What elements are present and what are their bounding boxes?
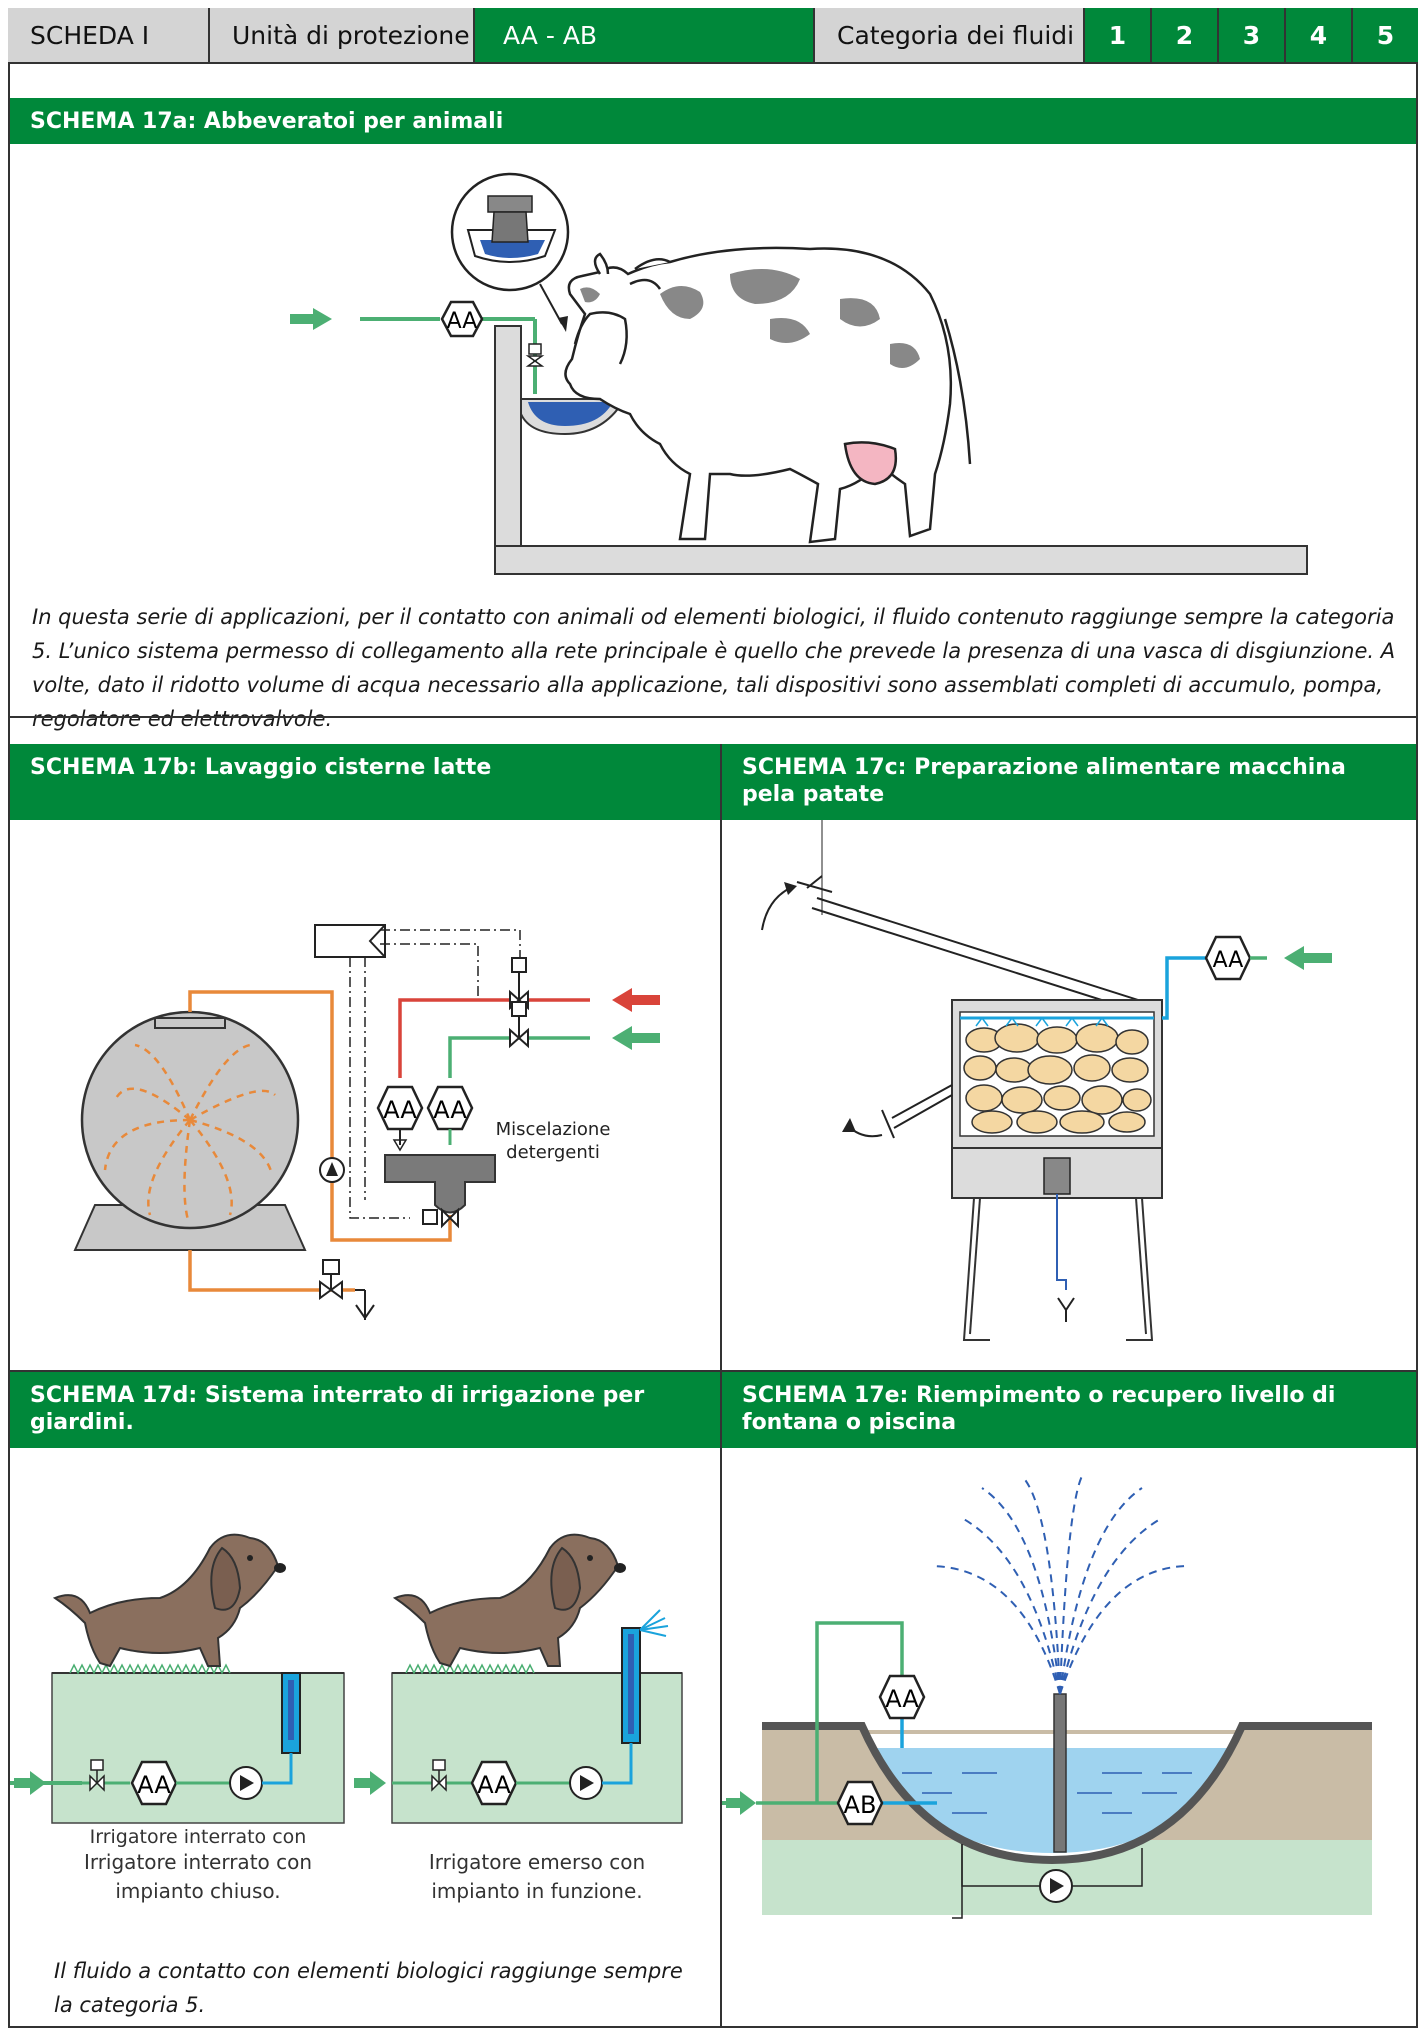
schema-c-diagram: AA <box>761 820 1332 1341</box>
section-separator <box>8 716 1418 718</box>
pump-icon <box>319 1157 345 1183</box>
mixing-tank <box>384 1154 496 1214</box>
cat-number: 3 <box>1242 20 1261 50</box>
fountain-spray <box>931 1475 1188 1695</box>
header-cat-3: 3 <box>1219 8 1286 62</box>
pump-icon <box>229 1766 263 1800</box>
cat-number: 2 <box>1175 20 1194 50</box>
header-categoria-label: Categoria dei fluidi <box>837 20 1075 50</box>
hot-inlet-arrow-icon <box>612 988 660 1012</box>
valve-icon <box>525 343 545 367</box>
schema-e-title: SCHEMA 17e: Riempimento o recupero livel… <box>722 1372 1416 1448</box>
device-ab-badge: AB <box>836 1780 884 1826</box>
header-codes-label: AA - AB <box>503 20 598 50</box>
device-aa-badge: AA <box>1204 935 1252 981</box>
header-scheda: SCHEDA I <box>8 8 210 62</box>
header-cat-1: 1 <box>1085 8 1152 62</box>
header-unita-label: Unità di protezione <box>232 20 470 50</box>
svg-text:AA: AA <box>477 1771 511 1799</box>
inlet-arrow-icon <box>1284 946 1332 970</box>
header-cat-4: 4 <box>1286 8 1353 62</box>
svg-text:AA: AA <box>447 309 478 334</box>
schema-c-title: SCHEMA 17c: Preparazione alimentare macc… <box>722 744 1416 820</box>
cat-number: 5 <box>1376 20 1395 50</box>
magnifier-detail-icon <box>450 172 570 332</box>
mixing-label-line2: detergenti <box>506 1142 600 1163</box>
schema-a-paragraph: In questa serie di applicazioni, per il … <box>32 605 1396 731</box>
cow-illustration <box>564 246 972 544</box>
caption-2: Irrigatore emerso con impianto in funzio… <box>392 1848 682 1906</box>
device-aa-badge-1: AA <box>376 1085 424 1131</box>
drain-valve-icon <box>319 1259 375 1320</box>
svg-text:AA: AA <box>885 1685 919 1713</box>
header-categoria: Categoria dei fluidi <box>815 8 1085 62</box>
header-scheda-label: SCHEDA I <box>30 20 150 50</box>
header-cat-5: 5 <box>1353 8 1418 62</box>
header-codes: AA - AB <box>475 8 815 62</box>
inlet-arrow-icon <box>354 1771 386 1795</box>
potatoes <box>963 1023 1152 1134</box>
inlet-arrow-icon <box>14 1771 46 1795</box>
section-separator <box>8 1370 1418 1372</box>
device-aa-badge-1: AA <box>130 1760 178 1806</box>
column-divider <box>720 744 722 2028</box>
device-aa-badge-2: AA <box>426 1085 474 1131</box>
device-aa-badge: AA <box>440 300 484 338</box>
trough-stand <box>494 325 522 547</box>
cat-number: 1 <box>1108 20 1127 50</box>
svg-text:AA: AA <box>137 1771 171 1799</box>
floor-base <box>494 545 1308 575</box>
caption-2-text-line2: impianto in funzione. <box>431 1879 643 1903</box>
caption-2-text-line1: Irrigatore emerso con <box>428 1850 646 1874</box>
svg-text:AA: AA <box>433 1096 467 1124</box>
svg-text:AA: AA <box>383 1096 417 1124</box>
header-divider <box>8 62 1418 64</box>
caption-1-text-line1: Irrigatore interrato con <box>83 1850 313 1874</box>
schema-b-diagram: AA AA Miscelazione detergenti <box>73 924 660 1320</box>
inlet-arrow-icon <box>290 308 332 330</box>
schema-b-title: SCHEMA 17b: Lavaggio cisterne latte <box>10 744 720 820</box>
schema-a-title: SCHEMA 17a: Abbeveratoi per animali <box>10 98 1416 144</box>
pump-icon <box>569 1766 603 1800</box>
milk-tank-icon <box>73 1010 307 1251</box>
svg-text:AA: AA <box>1213 948 1244 973</box>
cat-number: 4 <box>1309 20 1328 50</box>
dog-illustration-2 <box>392 1533 626 1668</box>
schema-d-note: Il fluido a contatto con elementi biolog… <box>54 1959 683 2017</box>
pump-icon <box>1039 1869 1073 1903</box>
svg-text:AB: AB <box>844 1791 877 1819</box>
schema-d-title: SCHEMA 17d: Sistema interrato di irrigaz… <box>10 1372 720 1448</box>
caption-1-line1: Irrigatore interrato con <box>90 1826 307 1848</box>
header-unita: Unità di protezione <box>210 8 475 62</box>
schema-e-diagram: AA AB <box>722 1475 1372 1919</box>
device-aa-badge: AA <box>878 1674 926 1720</box>
pool-water <box>874 1748 1232 1853</box>
caption-1-text-line2: impianto chiuso. <box>115 1879 281 1903</box>
caption-1: Irrigatore interrato con impianto chiuso… <box>52 1848 344 1906</box>
inlet-arrow-icon <box>726 1791 756 1815</box>
schema-d-diagram: AA Irrigatore interrato con AA <box>10 1533 683 1848</box>
mixing-label-line1: Miscelazione <box>496 1119 611 1140</box>
dog-illustration-1 <box>52 1533 286 1668</box>
header-cat-2: 2 <box>1152 8 1219 62</box>
device-aa-badge-2: AA <box>470 1760 518 1806</box>
cold-inlet-arrow-icon <box>612 1026 660 1050</box>
schema-a-diagram: AA <box>290 172 1308 575</box>
controller-box <box>314 924 386 958</box>
